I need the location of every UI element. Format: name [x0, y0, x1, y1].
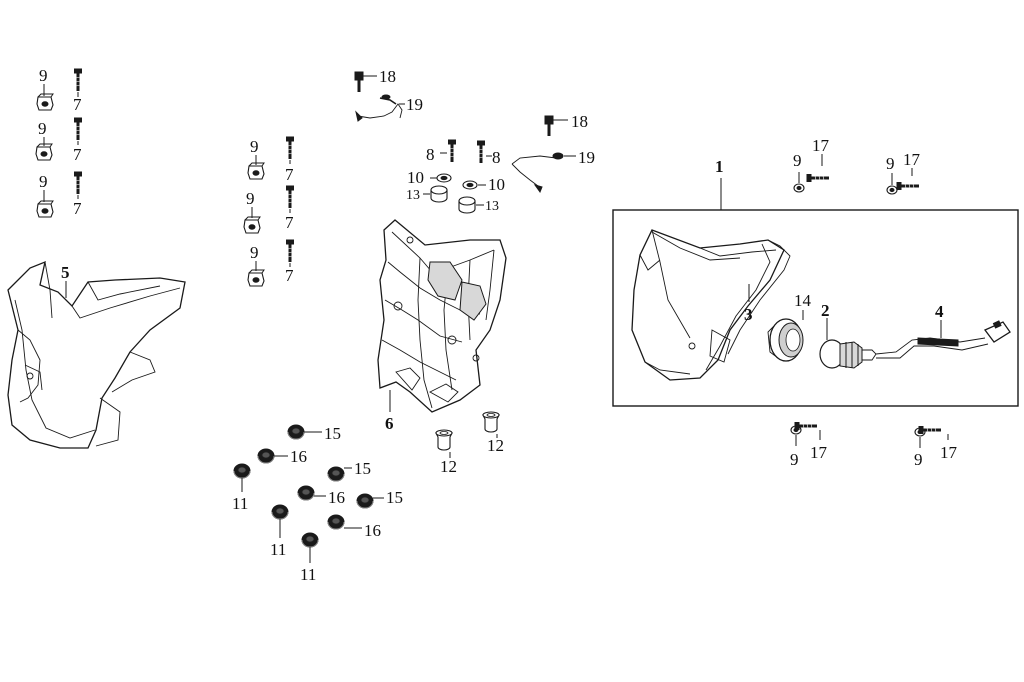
screw-and-wire-top — [354, 71, 405, 122]
label-18: 18 — [379, 67, 396, 86]
label-13: 13 — [485, 199, 499, 214]
label-15: 15 — [354, 459, 371, 478]
label-9: 9 — [246, 189, 255, 208]
label-13: 13 — [406, 188, 420, 203]
label-7: 7 — [73, 145, 82, 164]
label-9: 9 — [793, 151, 802, 170]
label-7: 7 — [73, 95, 82, 114]
label-12: 12 — [487, 436, 504, 455]
label-11: 11 — [300, 565, 316, 584]
label-10: 10 — [407, 168, 424, 187]
hardware-8-10-13 — [423, 138, 492, 214]
bushings-12 — [435, 411, 500, 458]
label-10: 10 — [488, 175, 505, 194]
label-9: 9 — [886, 154, 895, 173]
label-16: 16 — [290, 447, 307, 466]
label-6: 6 — [385, 414, 394, 433]
fastener-group-top-left — [35, 67, 83, 218]
label-9: 9 — [250, 243, 259, 262]
label-5: 5 — [61, 263, 70, 282]
label-17: 17 — [812, 136, 830, 155]
label-7: 7 — [285, 165, 294, 184]
fasteners-above-box — [793, 154, 921, 195]
label-9: 9 — [38, 119, 47, 138]
label-3: 3 — [744, 305, 753, 324]
headlight-assembly-box — [612, 209, 1019, 407]
label-18: 18 — [571, 112, 588, 131]
label-15: 15 — [386, 488, 403, 507]
dust-cover-part-14 — [767, 318, 804, 362]
label-4: 4 — [935, 302, 944, 321]
fastener-group-middle — [243, 135, 295, 287]
headlight-housing-part-3 — [631, 229, 791, 381]
label-17: 17 — [810, 443, 828, 462]
label-9: 9 — [914, 450, 923, 469]
label-19: 19 — [406, 95, 423, 114]
bulb-part-2 — [819, 339, 877, 369]
label-19: 19 — [578, 148, 595, 167]
wire-harness-part-4 — [875, 320, 1011, 359]
label-9: 9 — [250, 137, 259, 156]
label-8: 8 — [426, 145, 435, 164]
fasteners-below-box — [790, 421, 949, 448]
label-1: 1 — [715, 157, 724, 176]
label-12: 12 — [440, 457, 457, 476]
label-16: 16 — [364, 521, 381, 540]
grommets-11-15-16 — [233, 424, 384, 563]
label-17: 17 — [940, 443, 958, 462]
label-14: 14 — [794, 291, 812, 310]
label-11: 11 — [270, 540, 286, 559]
label-2: 2 — [821, 301, 830, 320]
label-7: 7 — [285, 213, 294, 232]
screw-and-wire-right — [511, 115, 576, 194]
label-15: 15 — [324, 424, 341, 443]
label-7: 7 — [73, 199, 82, 218]
label-9: 9 — [790, 450, 799, 469]
label-16: 16 — [328, 488, 345, 507]
label-9: 9 — [39, 66, 48, 85]
label-8: 8 — [492, 148, 501, 167]
label-7: 7 — [285, 266, 294, 285]
label-17: 17 — [903, 150, 921, 169]
label-11: 11 — [232, 494, 248, 513]
front-cowl-part-5 — [7, 260, 186, 449]
headlight-bracket-part-6 — [377, 219, 507, 413]
label-9: 9 — [39, 172, 48, 191]
